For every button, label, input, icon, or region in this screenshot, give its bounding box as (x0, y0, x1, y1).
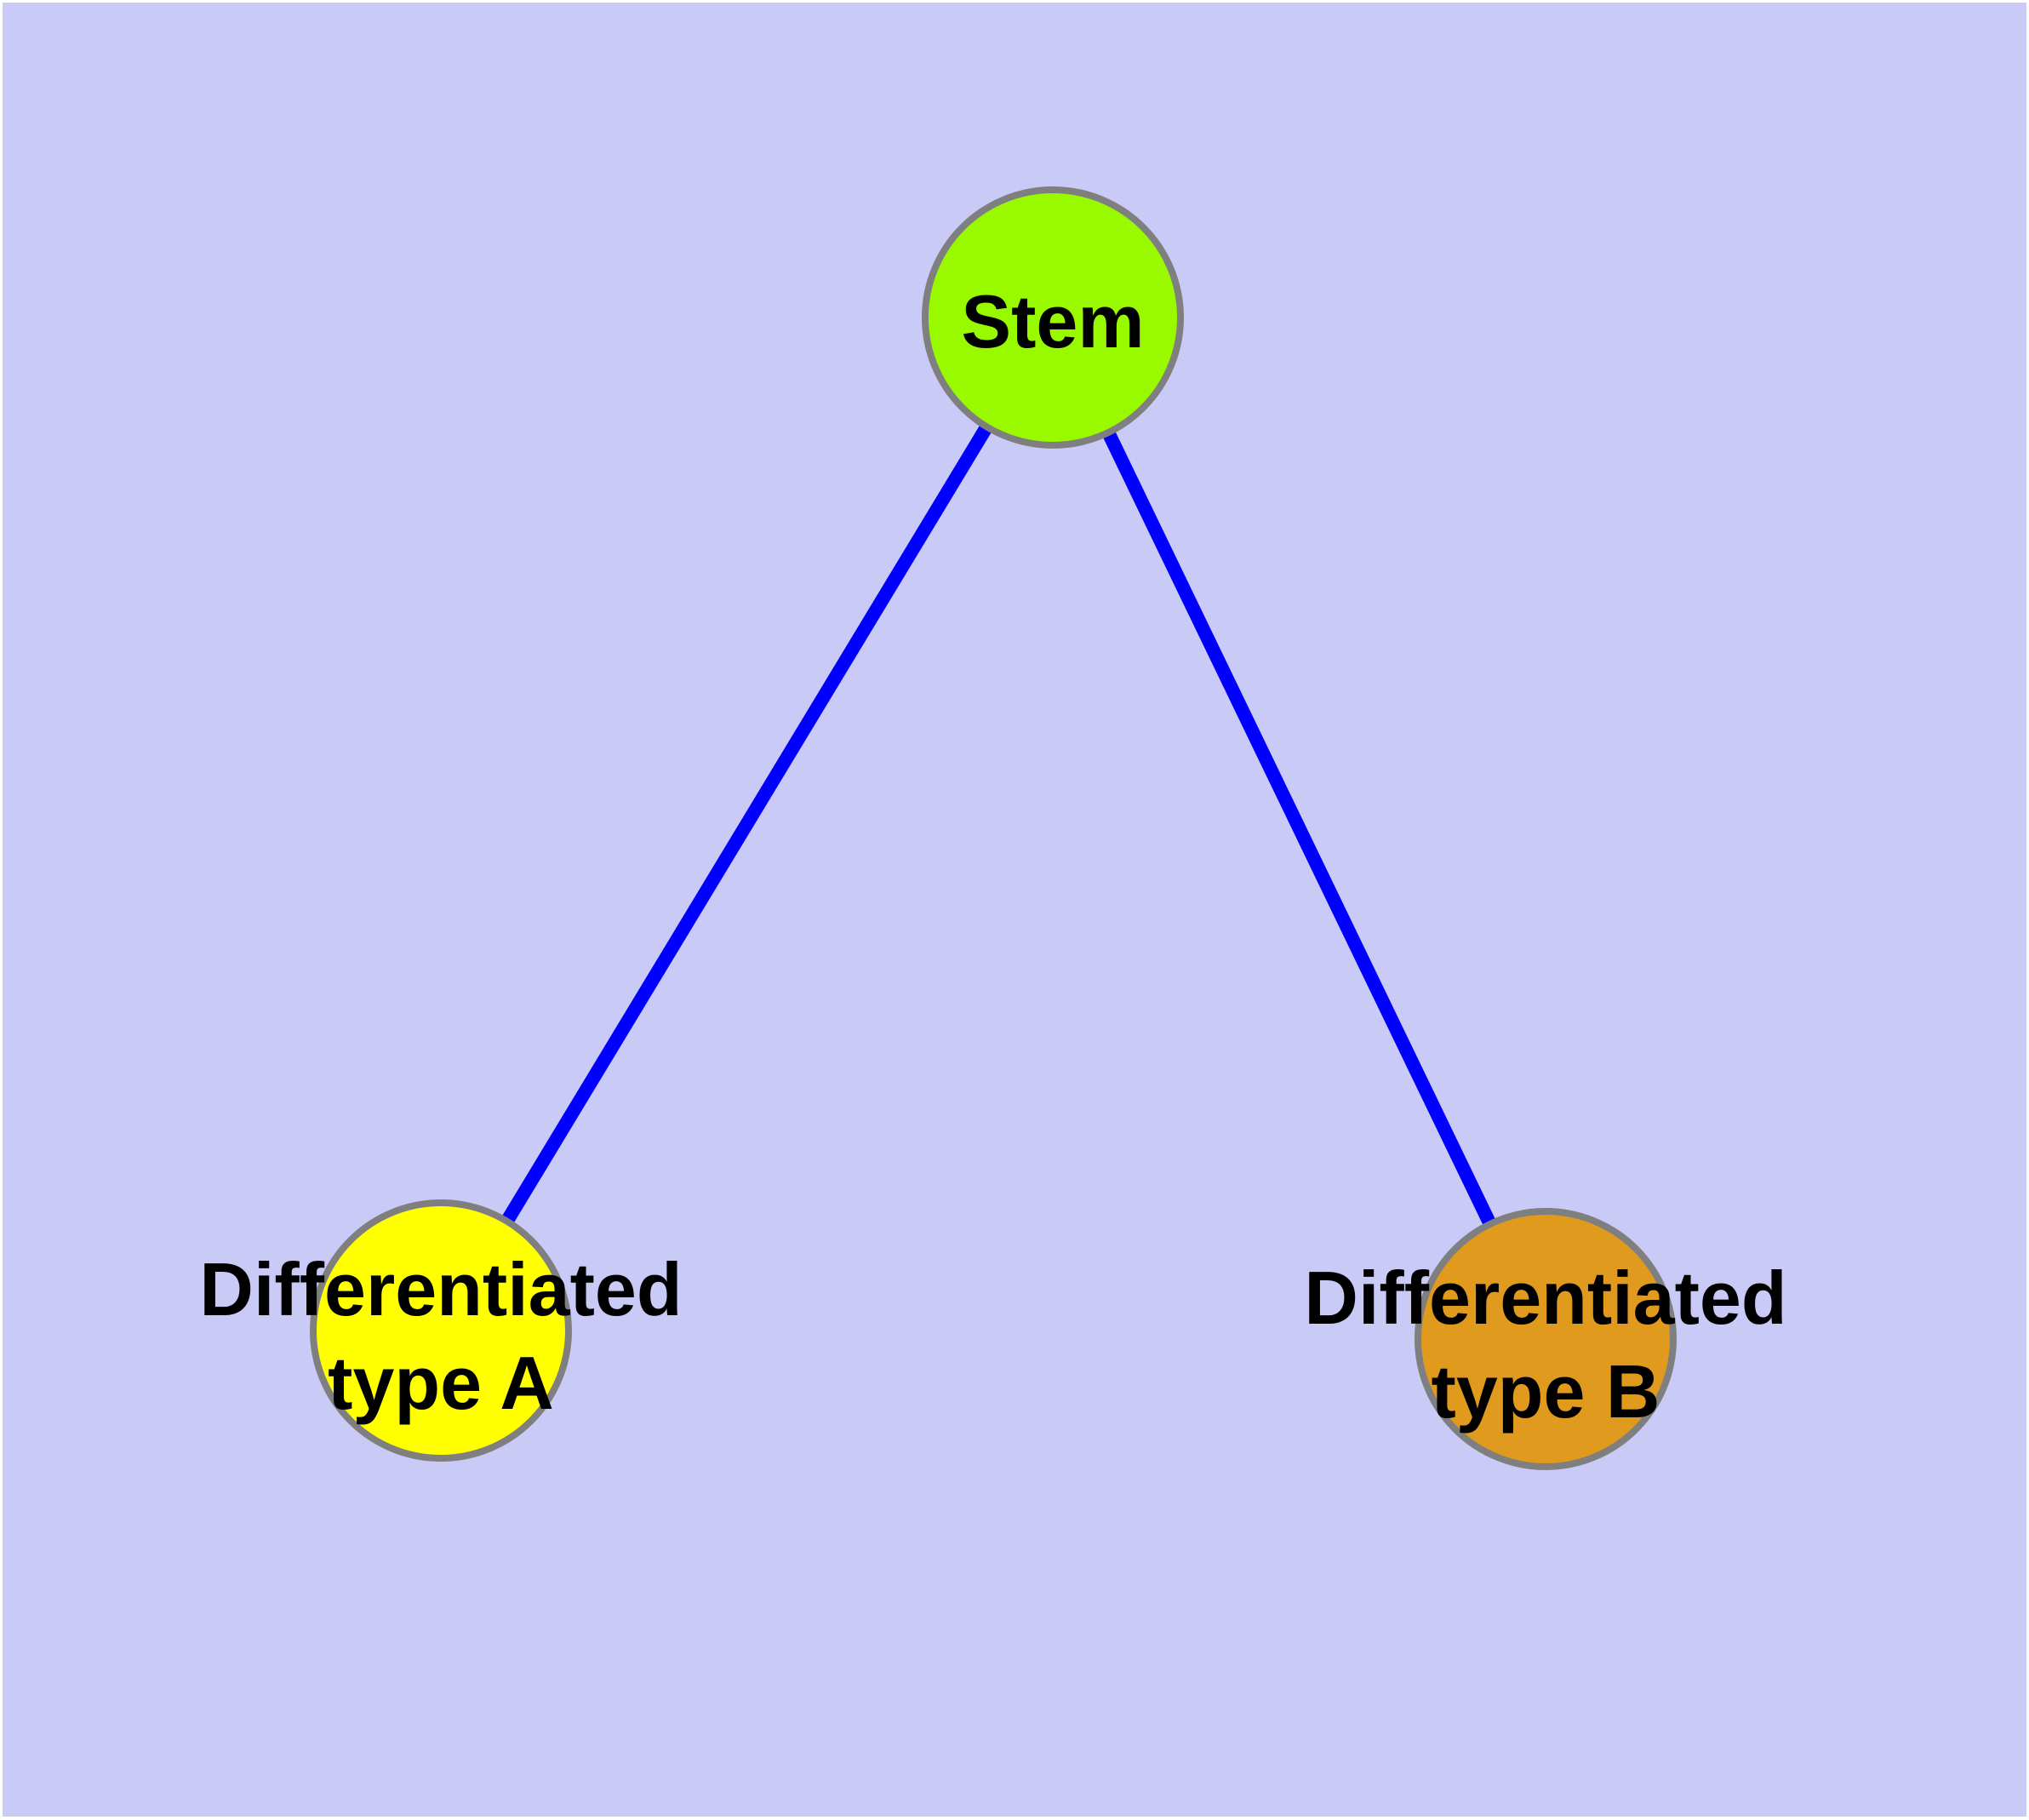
node-type-a-label-line1: Differentiated (199, 1247, 682, 1331)
node-type-b-label-line2: type B (1432, 1349, 1660, 1434)
label-layer: Stem Differentiated type A Differentiate… (199, 279, 1786, 1434)
node-stem-label: Stem (961, 279, 1144, 363)
edge-layer (435, 313, 1552, 1342)
node-type-a-circle (310, 1199, 572, 1462)
node-type-a-label-line2: type A (328, 1341, 554, 1425)
node-layer (310, 186, 1677, 1470)
node-stem-circle (922, 186, 1184, 449)
node-type-b-label-line1: Differentiated (1304, 1256, 1786, 1340)
edge-stem-to-type-a (435, 313, 1059, 1335)
edge-stem-to-type-b (1046, 314, 1552, 1342)
node-type-b-circle (1415, 1208, 1677, 1470)
